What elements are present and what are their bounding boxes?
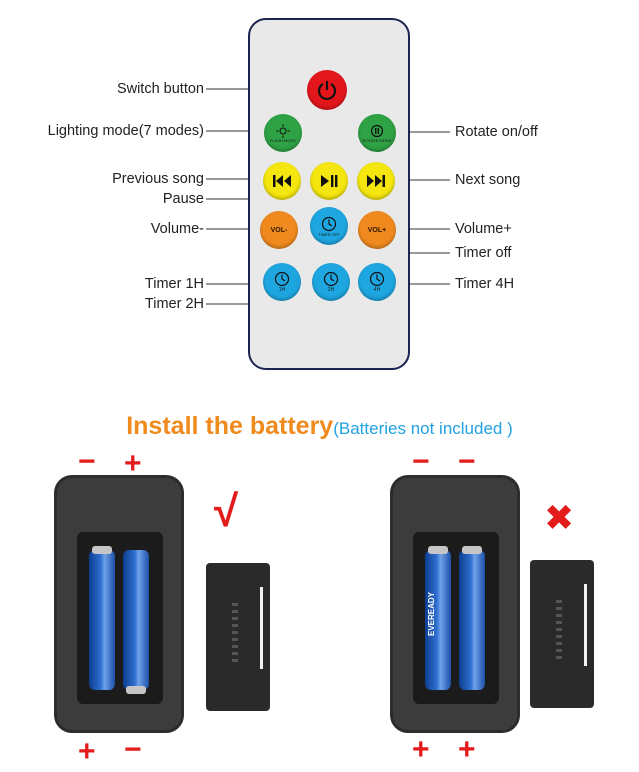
wrong-battery-cover [530,560,594,708]
label-lighting-mode: Lighting mode(7 modes) [47,123,204,139]
correct-check-mark: √ [214,487,239,536]
volume-up-text: VOL+ [367,226,387,234]
timer-1h-button[interactable]: 1H [263,263,301,301]
rotate-sub: ROTATE MODE [362,137,392,143]
timer-2h-button[interactable]: 2H [312,263,350,301]
battery-heading: Install the battery(Batteries not includ… [0,412,639,441]
label-previous-song: Previous song [112,171,204,187]
label-next-song: Next song [455,172,521,188]
label-volume-up: Volume+ [455,221,512,237]
lighting-mode-sub: FLASH MODE [269,137,296,143]
wrong-battery-brand: EVEREADY [427,592,436,637]
volume-up-button[interactable]: VOL+ [358,211,396,249]
rotate-icon [370,124,384,137]
correct-battery-cover [206,563,270,711]
clock-icon [321,216,337,231]
play-pause-icon [321,175,338,187]
label-rotate: Rotate on/off [455,124,538,140]
next-song-button[interactable] [357,162,395,200]
wrong-top-left-sign: − [412,445,430,478]
correct-top-left-sign: − [78,445,96,478]
label-timer-4h: Timer 4H [455,276,515,292]
wrong-bottom-right-sign: + [458,733,476,766]
next-icon [367,175,385,187]
wrong-top-right-sign: − [458,445,476,478]
wrong-battery-right [459,546,485,690]
correct-battery-left [89,546,115,690]
timer-1h-sub: 1H [278,287,286,293]
label-timer-off: Timer off [455,245,512,261]
timer-off-button[interactable]: TIMER OFF [310,207,348,245]
wrong-cross-mark: ✖ [544,497,575,538]
wrong-battery-holder: EVEREADY [390,475,520,733]
correct-battery-holder [54,475,184,733]
timer-4h-sub: 4H [373,287,381,293]
timer-4h-button[interactable]: 4H [358,263,396,301]
rotate-button[interactable]: ROTATE MODE [358,114,396,152]
clock-icon [274,271,290,287]
timer-off-sub: TIMER OFF [318,231,340,237]
battery-title: Install the battery [126,412,334,440]
play-pause-button[interactable] [310,162,348,200]
previous-song-button[interactable] [263,162,301,200]
battery-subtitle: (Batteries not included ) [333,419,513,438]
label-switch-button: Switch button [116,81,204,97]
lighting-mode-button[interactable]: FLASH MODE [264,114,302,152]
wrong-bottom-left-sign: + [412,733,430,766]
timer-2h-sub: 2H [327,287,335,293]
clock-icon [323,271,339,287]
wrong-battery-left: EVEREADY [425,546,451,690]
previous-icon [273,175,291,187]
label-timer-2h: Timer 2H [144,296,204,312]
power-button[interactable] [307,70,347,110]
correct-bottom-left-sign: + [78,735,96,768]
volume-down-button[interactable]: VOL- [260,211,298,249]
correct-top-right-sign: + [124,447,142,480]
label-pause: Pause [162,191,204,207]
power-icon [317,81,337,101]
volume-down-text: VOL- [270,226,288,234]
sun-icon [276,123,290,138]
correct-bottom-right-sign: − [124,733,142,766]
correct-battery-right [123,550,149,694]
clock-icon [369,271,385,287]
wrong-battery-cavity: EVEREADY [413,532,499,704]
label-timer-1h: Timer 1H [144,276,204,292]
remote-control: FLASH MODE ROTATE MODE VOL- [248,18,410,370]
correct-battery-cavity [77,532,163,704]
label-volume-down: Volume- [150,221,204,237]
